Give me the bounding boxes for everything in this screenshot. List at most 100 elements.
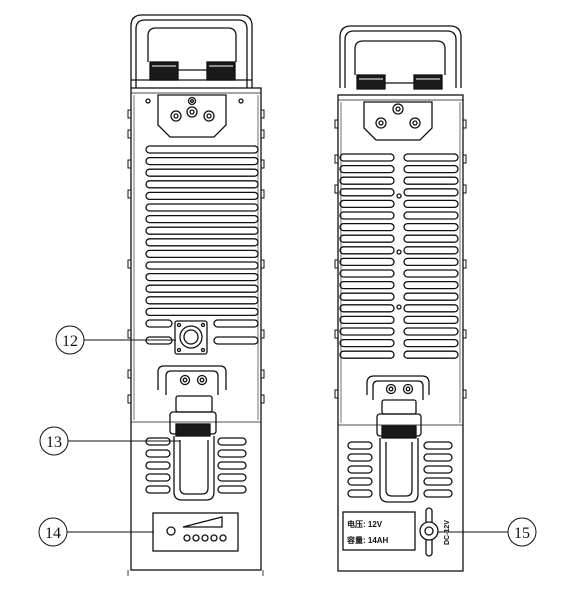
vent-slot xyxy=(423,441,453,450)
vent-slot xyxy=(145,485,171,494)
battery-led-dot xyxy=(183,534,191,542)
right-latch xyxy=(366,375,430,503)
vent-slot xyxy=(339,338,395,348)
vent-slot xyxy=(217,473,247,482)
vent-slot xyxy=(339,176,395,185)
vent-slot xyxy=(145,238,259,247)
vent-slot xyxy=(423,489,453,498)
left-terminal-plate xyxy=(145,94,244,138)
callout-13-label: 13 xyxy=(46,434,62,451)
callout-15-label: 15 xyxy=(514,525,530,542)
vent-dot xyxy=(396,249,402,255)
vent-slot xyxy=(145,226,259,235)
vent-slot xyxy=(145,473,171,482)
vent-slot xyxy=(145,284,259,293)
capacity-label: 容量: 14AH xyxy=(346,535,389,545)
vent-slot xyxy=(145,307,259,317)
vent-slot xyxy=(145,145,259,154)
vent-slot xyxy=(145,261,259,270)
vent-slot xyxy=(403,188,459,197)
callout-14-label: 14 xyxy=(45,525,61,542)
battery-led-dot xyxy=(219,534,227,542)
vent-slot xyxy=(423,477,453,486)
vent-slot xyxy=(145,203,259,212)
vent-slot xyxy=(347,489,373,498)
vent-slot xyxy=(403,246,459,255)
callout-13: 13 xyxy=(39,426,180,456)
vent-dot xyxy=(396,304,402,310)
left-vent-slots xyxy=(145,145,259,494)
voltage-label: 电压: 12V xyxy=(347,519,383,529)
vent-slot xyxy=(217,437,247,446)
right-handle xyxy=(339,25,462,90)
vent-slot xyxy=(403,199,459,209)
vent-slot xyxy=(213,336,259,345)
vent-slot xyxy=(403,176,459,185)
vent-slot xyxy=(145,168,259,177)
right-vent-slots xyxy=(339,153,459,498)
left-battery-view xyxy=(127,14,265,576)
vent-slot xyxy=(403,350,459,359)
vent-slot xyxy=(339,304,395,313)
vent-slot xyxy=(339,164,395,174)
nameplate-text: 电压: 12V 容量: 14AH DC-12V xyxy=(346,519,451,545)
right-battery-view xyxy=(334,25,467,572)
vent-slot xyxy=(339,327,395,336)
right-nameplate xyxy=(342,511,416,551)
vent-slot xyxy=(403,280,459,290)
left-side-rail xyxy=(127,95,265,420)
callout-14: 14 xyxy=(38,517,154,547)
vent-slot xyxy=(145,272,259,282)
vent-slot xyxy=(145,249,259,259)
left-handle xyxy=(130,14,253,88)
vent-slot xyxy=(403,269,459,278)
vent-slot xyxy=(403,315,459,325)
vent-slot xyxy=(145,296,259,305)
vent-slot xyxy=(403,338,459,348)
vent-slot xyxy=(339,211,395,220)
vent-slot xyxy=(403,292,459,301)
vent-slot xyxy=(403,153,459,162)
vent-slot xyxy=(145,191,259,201)
battery-led-dots xyxy=(183,534,227,542)
vent-slot xyxy=(347,477,373,486)
vent-slot xyxy=(145,156,259,166)
vent-slot xyxy=(145,180,259,189)
right-side-rail xyxy=(334,102,467,423)
left-battery-indicator xyxy=(152,512,239,552)
vent-slot xyxy=(339,280,395,290)
vent-slot xyxy=(403,257,459,267)
battery-led-dot xyxy=(210,534,218,542)
vent-slot xyxy=(339,199,395,209)
vent-slot xyxy=(403,222,459,232)
aviation-connector xyxy=(174,320,208,355)
left-latch xyxy=(157,365,227,501)
vent-slot xyxy=(423,465,453,474)
vent-slot xyxy=(217,449,247,458)
vent-slot xyxy=(339,269,395,278)
vent-slot xyxy=(145,449,171,458)
vent-slot xyxy=(217,461,247,470)
vent-slot xyxy=(339,188,395,197)
vent-slot xyxy=(339,234,395,243)
vent-slot xyxy=(347,441,373,450)
callout-12: 12 xyxy=(55,325,176,355)
vent-slot xyxy=(217,485,247,494)
vent-slot xyxy=(213,319,259,328)
callout-15: 15 xyxy=(438,517,537,547)
vent-dot xyxy=(396,193,402,199)
left-body xyxy=(130,87,262,571)
vent-slot xyxy=(403,327,459,336)
vent-slot xyxy=(145,461,171,470)
vent-slot xyxy=(403,164,459,174)
vent-slot xyxy=(339,153,395,162)
vent-slot xyxy=(347,465,373,474)
vent-slot xyxy=(339,350,395,359)
vent-slot xyxy=(339,292,395,301)
right-body xyxy=(337,94,464,572)
vent-slot xyxy=(145,319,173,328)
vent-slot xyxy=(145,214,259,224)
vent-slot xyxy=(403,304,459,313)
callout-12-label: 12 xyxy=(62,333,78,350)
